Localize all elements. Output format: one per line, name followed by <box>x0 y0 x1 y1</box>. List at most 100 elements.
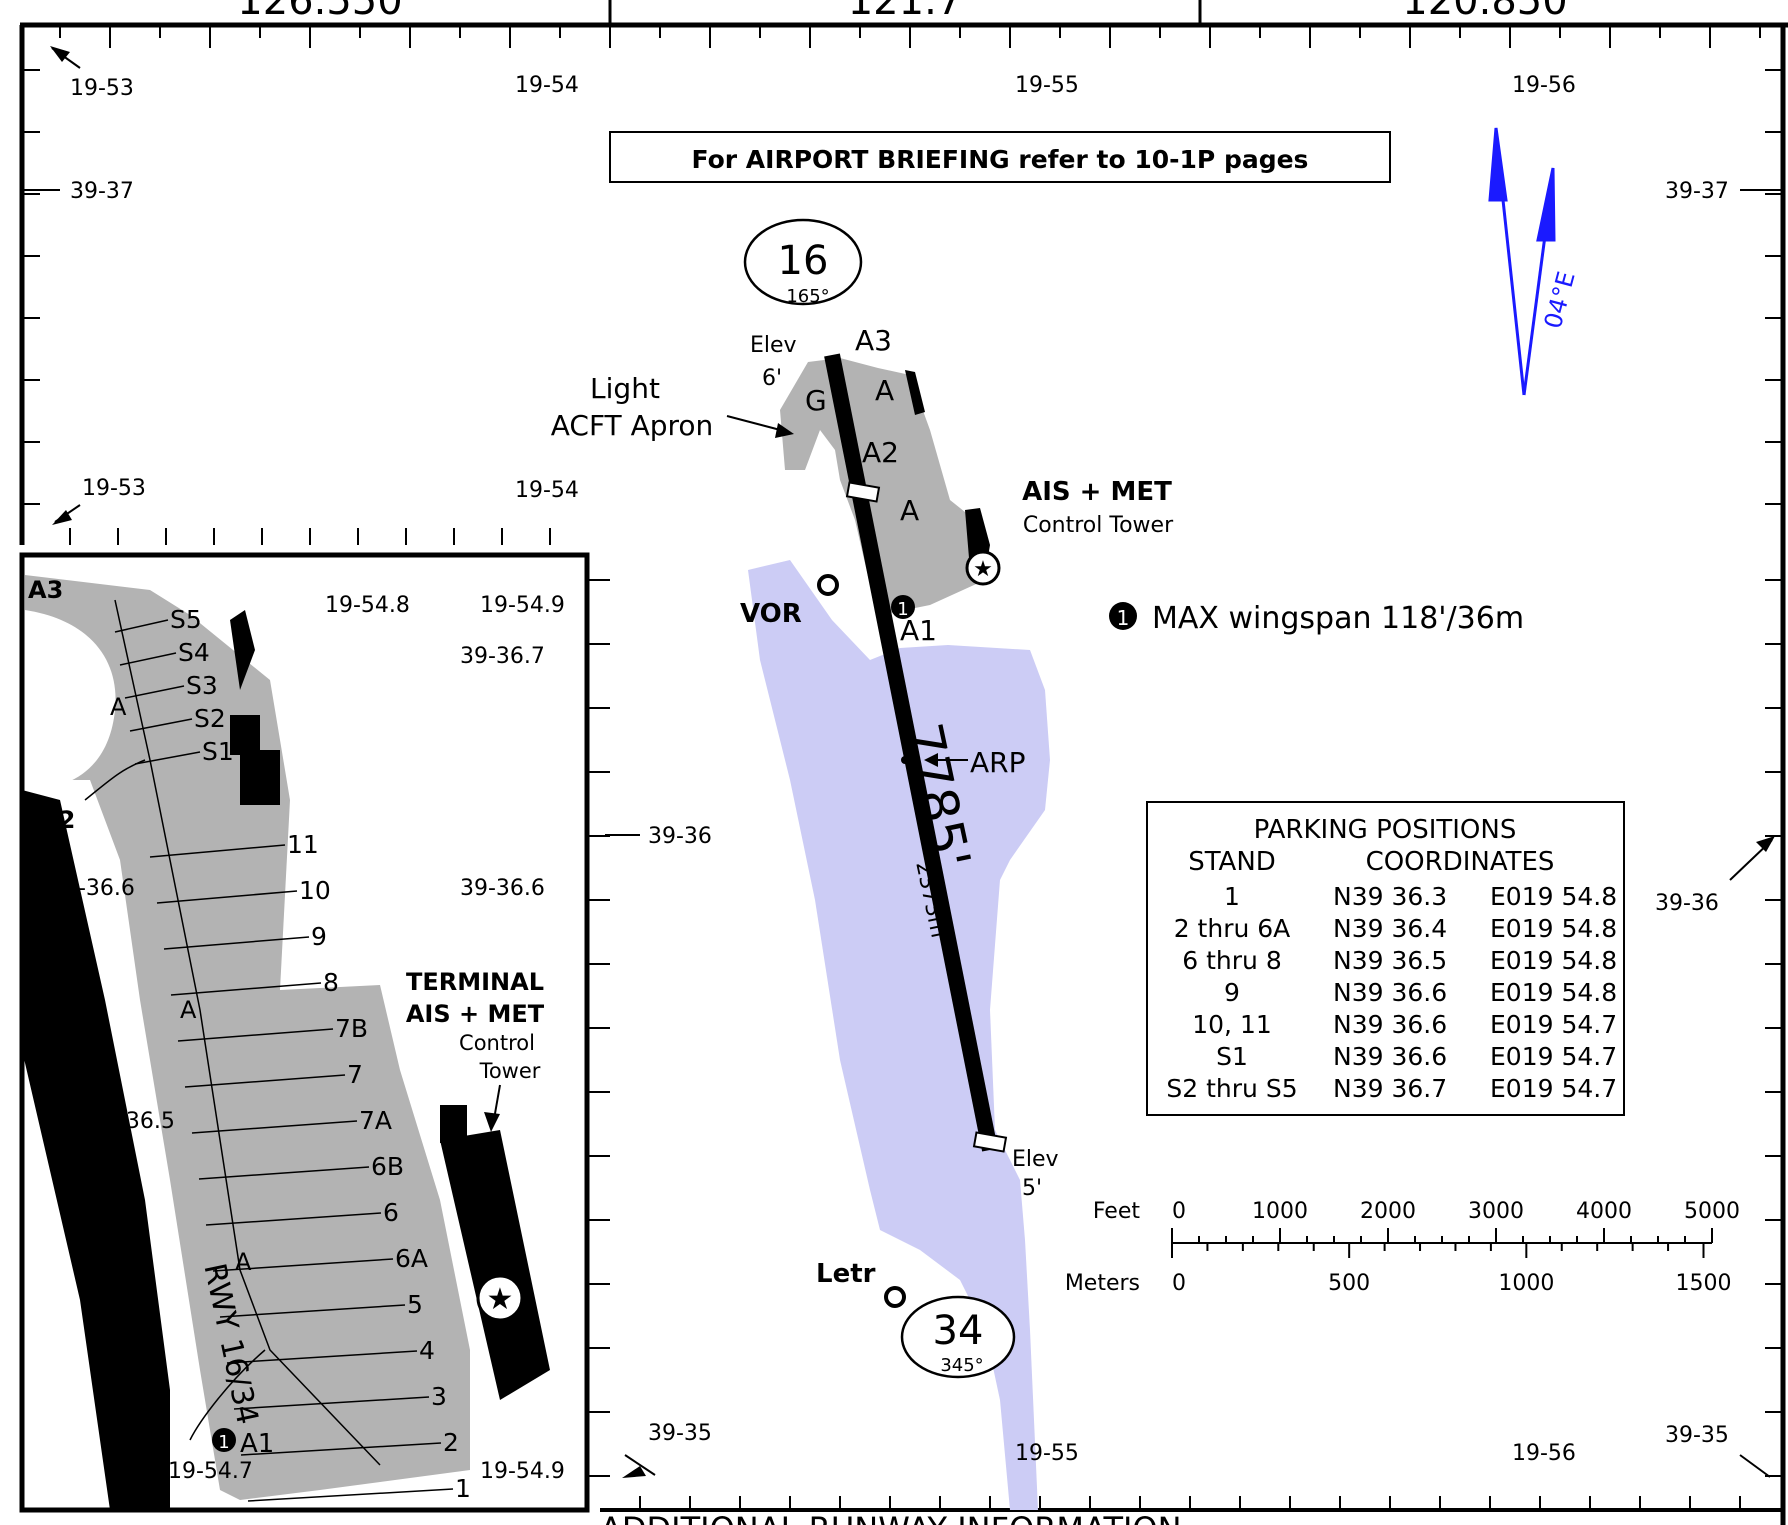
svg-text:Control: Control <box>459 1031 535 1055</box>
svg-text:ARP: ARP <box>970 746 1026 779</box>
svg-text:AIS + MET: AIS + MET <box>1022 477 1172 507</box>
svg-text:A1: A1 <box>240 1429 274 1459</box>
svg-text:1: 1 <box>897 599 908 620</box>
main-labels: Light ACFT Apron Elev 6' A3 G A A2 A A1 … <box>551 324 1174 1289</box>
parking-stand: 10, 11 <box>1192 1010 1272 1039</box>
stand-label: 4 <box>419 1336 435 1365</box>
runway-34-heading: 345° <box>940 1355 983 1376</box>
lon-19-53: 19-53 <box>70 76 134 101</box>
scale-meter-label: 1000 <box>1498 1271 1554 1296</box>
runway-16-34 <box>824 353 1008 1153</box>
stand-line <box>124 685 185 699</box>
letr-icon <box>884 1286 906 1308</box>
freq-3: 120.850 <box>1402 0 1567 24</box>
stand-label: 8 <box>323 968 339 997</box>
svg-text:MAX wingspan 118'/36m: MAX wingspan 118'/36m <box>1152 601 1524 636</box>
svg-text:PARKING POSITIONS: PARKING POSITIONS <box>1254 815 1517 845</box>
scale-feet-label: 3000 <box>1468 1199 1524 1224</box>
parking-lat: N39 36.3 <box>1333 882 1447 911</box>
stand-label: 6B <box>371 1152 404 1181</box>
stand-label: S5 <box>170 605 202 634</box>
scale-meter-label: 500 <box>1328 1271 1370 1296</box>
stand-line <box>212 1258 394 1272</box>
stand-line <box>198 1166 370 1180</box>
frequency-header: 126.550 121.7 120.850 <box>20 0 1788 28</box>
control-tower-icon <box>965 550 1001 586</box>
svg-text:39-36.5: 39-36.5 <box>90 1109 175 1134</box>
freq-2: 121.7 <box>848 0 963 24</box>
parking-lat: N39 36.6 <box>1333 1010 1447 1039</box>
scale-meter-label: 0 <box>1172 1271 1186 1296</box>
svg-text:A2: A2 <box>40 806 75 834</box>
stand-line <box>156 890 298 904</box>
parking-lon: E019 54.7 <box>1490 1074 1617 1103</box>
svg-text:A: A <box>180 996 197 1024</box>
parking-stand: 9 <box>1224 978 1240 1007</box>
scale-feet-label: 1000 <box>1252 1199 1308 1224</box>
stand-label: 7B <box>335 1014 368 1043</box>
stand-label: 6A <box>395 1244 428 1273</box>
stand-label: 3 <box>431 1382 447 1411</box>
parking-lat: N39 36.4 <box>1333 914 1447 943</box>
stand-line <box>149 844 286 858</box>
svg-text:A: A <box>875 374 894 407</box>
svg-text:6': 6' <box>762 366 782 391</box>
lat-39-35-left: 39-35 <box>648 1421 712 1446</box>
lon-19-54-lower: 19-54 <box>515 478 579 503</box>
lon-19-55: 19-55 <box>1015 73 1079 98</box>
parking-stand: S1 <box>1216 1042 1248 1071</box>
stand-line <box>119 652 177 666</box>
stand-label: 2 <box>443 1428 459 1457</box>
lat-39-36-right: 39-36 <box>1655 891 1719 916</box>
svg-text:ACFT Apron: ACFT Apron <box>551 409 714 442</box>
apron-main <box>780 358 985 615</box>
stand-line <box>226 1350 418 1364</box>
stand-label: S2 <box>194 704 226 733</box>
stand-label: 5 <box>407 1290 423 1319</box>
svg-text:A3: A3 <box>28 576 63 604</box>
stand-label: S3 <box>186 671 218 700</box>
lat-39-37-left: 39-37 <box>70 179 134 204</box>
svg-text:Letr: Letr <box>816 1259 876 1289</box>
svg-text:COORDINATES: COORDINATES <box>1366 847 1555 877</box>
svg-text:39-36.6: 39-36.6 <box>50 876 135 901</box>
svg-text:VOR: VOR <box>740 599 802 629</box>
svg-text:19-54.7: 19-54.7 <box>168 1459 253 1484</box>
runway-16-number: 16 <box>778 238 829 284</box>
svg-text:1: 1 <box>218 1432 229 1453</box>
map-frame <box>19 25 1786 1525</box>
freq-1: 126.550 <box>237 0 402 24</box>
svg-text:19-54.9: 19-54.9 <box>480 1459 565 1484</box>
stand-line <box>205 1212 382 1226</box>
svg-text:Meters: Meters <box>1065 1271 1140 1296</box>
svg-text:Elev: Elev <box>750 333 797 358</box>
stand-label: 1 <box>455 1474 471 1503</box>
frame-ticks <box>22 25 1783 1510</box>
stand-line <box>177 1028 334 1042</box>
stand-label: 11 <box>287 830 319 859</box>
scale-feet-label: 4000 <box>1576 1199 1632 1224</box>
parking-lat: N39 36.6 <box>1333 978 1447 1007</box>
stand-label: S1 <box>202 737 234 766</box>
stand-line <box>114 619 169 633</box>
parking-stand: 1 <box>1224 882 1240 911</box>
svg-text:For AIRPORT BRIEFING refer to: For AIRPORT BRIEFING refer to 10-1P page… <box>692 145 1309 174</box>
stand-line <box>184 1074 346 1088</box>
svg-text:1: 1 <box>1117 606 1130 630</box>
lon-19-56: 19-56 <box>1512 73 1576 98</box>
stand-label: 9 <box>311 922 327 951</box>
parking-lon: E019 54.8 <box>1490 882 1617 911</box>
stand-line <box>240 1442 442 1456</box>
svg-text:★: ★ <box>487 1282 514 1317</box>
magnetic-arrows <box>1488 127 1556 396</box>
lon-19-56-bottom: 19-56 <box>1512 1441 1576 1466</box>
svg-text:A: A <box>900 494 919 527</box>
lat-39-36-left: 39-36 <box>648 824 712 849</box>
briefing-note: For AIRPORT BRIEFING refer to 10-1P page… <box>609 131 1391 183</box>
parking-lon: E019 54.8 <box>1490 978 1617 1007</box>
svg-text:A: A <box>235 1248 252 1276</box>
parking-lon: E019 54.8 <box>1490 914 1617 943</box>
